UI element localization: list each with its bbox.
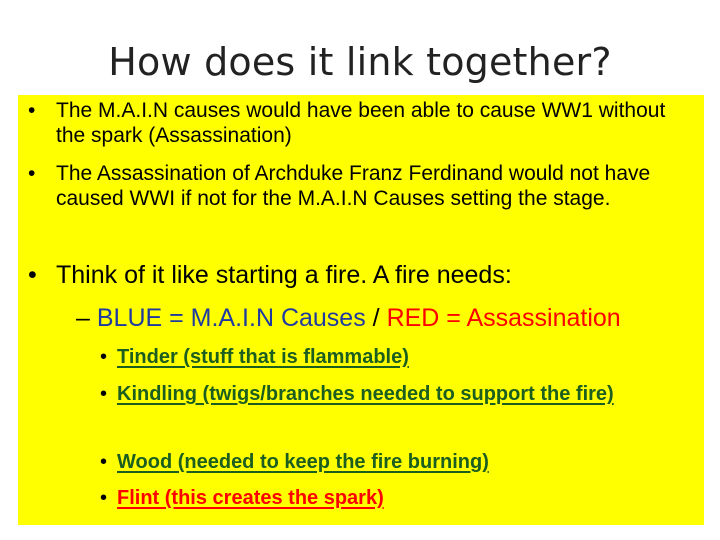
red-key-label: RED = Assassination xyxy=(386,304,621,332)
fire-item-wood: • Wood (needed to keep the fire burning) xyxy=(100,450,700,474)
bullet-main-causes: • The M.A.I.N causes would have been abl… xyxy=(28,98,678,148)
slide-title: How does it link together? xyxy=(108,40,612,84)
sub-bullet-dash: – xyxy=(76,304,90,332)
sub-bullet-color-key: – BLUE = M.A.I.N Causes / RED = Assassin… xyxy=(76,303,696,334)
fire-item-tinder: • Tinder (stuff that is flammable) xyxy=(100,345,700,369)
fire-item-flint: • Flint (this creates the spark) xyxy=(100,486,700,510)
fire-item-text: Flint (this creates the spark) xyxy=(117,487,384,509)
fire-item-text: Kindling (twigs/branches needed to suppo… xyxy=(117,383,614,405)
content-box: • The M.A.I.N causes would have been abl… xyxy=(18,95,704,525)
bullet-text: The M.A.I.N causes would have been able … xyxy=(56,99,666,147)
fire-item-text: Wood (needed to keep the fire burning) xyxy=(117,451,489,473)
fire-item-text: Tinder (stuff that is flammable) xyxy=(117,346,409,368)
bullet-text: The Assassination of Archduke Franz Ferd… xyxy=(56,162,651,210)
bullet-text: Think of it like starting a fire. A fire… xyxy=(56,261,512,289)
bullet-dot: • xyxy=(100,451,108,473)
bullet-dot: • xyxy=(100,487,108,509)
bullet-dot: • xyxy=(28,99,36,122)
bullet-fire-analogy: • Think of it like starting a fire. A fi… xyxy=(28,260,688,291)
fire-item-kindling: • Kindling (twigs/branches needed to sup… xyxy=(100,382,700,406)
bullet-assassination: • The Assassination of Archduke Franz Fe… xyxy=(28,161,678,211)
bullet-dot: • xyxy=(100,383,108,405)
bullet-dot: • xyxy=(28,162,36,185)
key-separator: / xyxy=(365,304,387,332)
blue-key-label: BLUE = M.A.I.N Causes xyxy=(96,304,366,332)
bullet-dot: • xyxy=(28,261,37,289)
bullet-dot: • xyxy=(100,346,108,368)
